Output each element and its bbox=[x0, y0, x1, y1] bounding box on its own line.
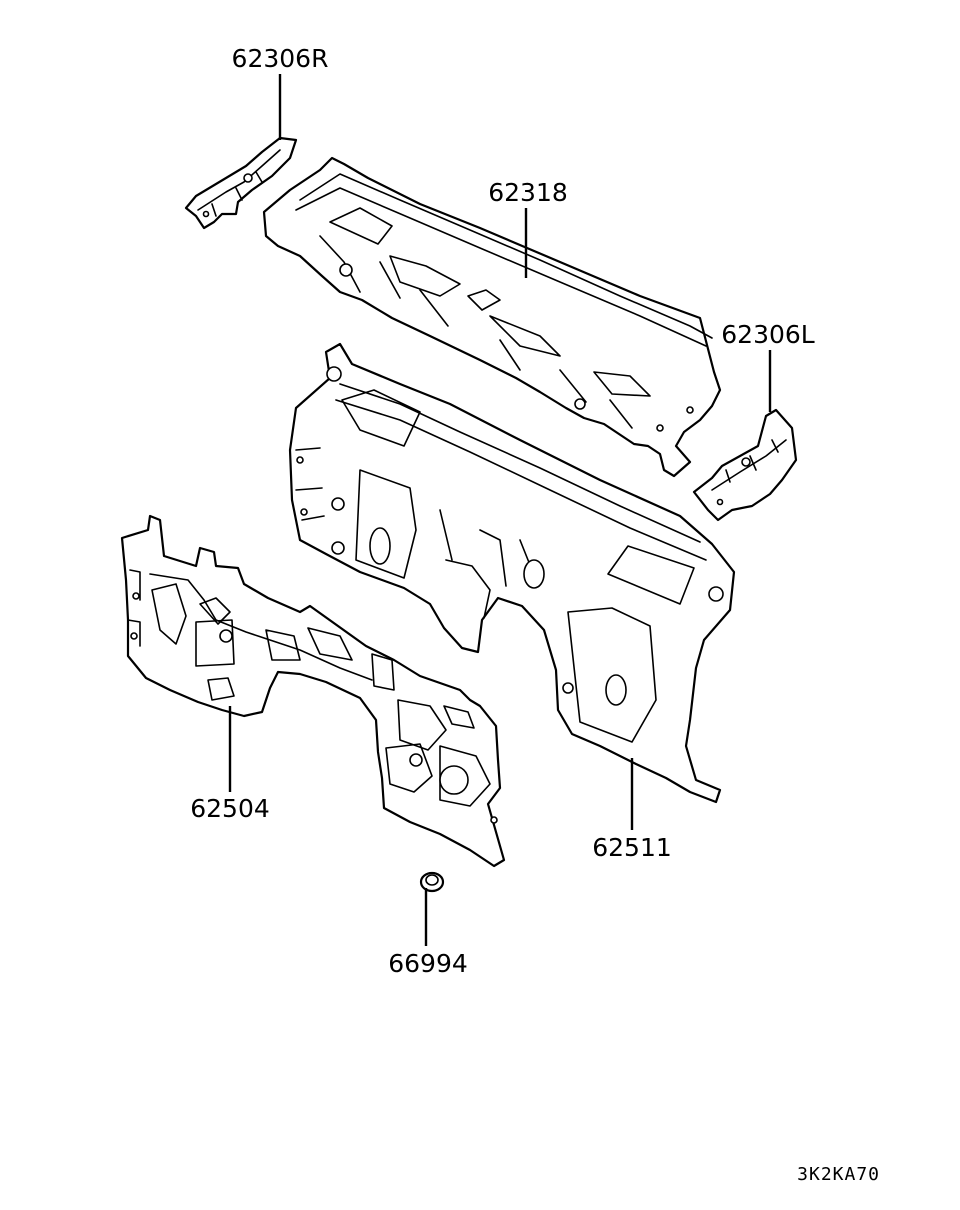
part-62306L-bracket bbox=[692, 408, 798, 522]
part-66994-plug bbox=[419, 871, 445, 893]
figure-code: 3K2KA70 bbox=[797, 1164, 880, 1185]
leader-lines bbox=[228, 74, 772, 946]
part-62511-dash-panel bbox=[288, 342, 736, 804]
label-62306R: 62306R bbox=[232, 44, 329, 73]
label-62306L: 62306L bbox=[721, 320, 815, 349]
label-62511: 62511 bbox=[592, 833, 672, 862]
label-66994: 66994 bbox=[388, 949, 468, 978]
part-62504-insulator bbox=[120, 514, 506, 868]
part-62306R-bracket bbox=[184, 136, 298, 230]
part-62318-cowl-panel bbox=[262, 156, 722, 478]
label-62504: 62504 bbox=[190, 794, 270, 823]
label-62318: 62318 bbox=[488, 178, 568, 207]
